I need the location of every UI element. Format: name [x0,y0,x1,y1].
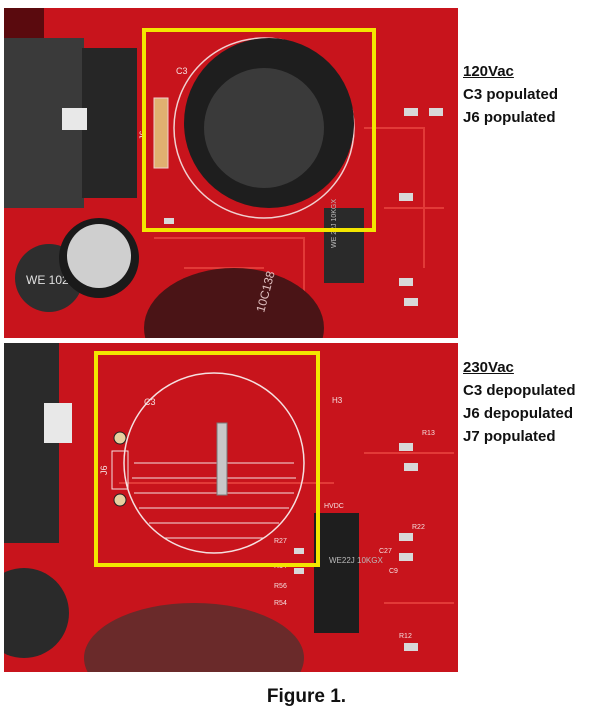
j6-silkscreen [111,450,129,490]
caption-heading-230vac: 230Vac [463,359,514,376]
label-r12: R12 [399,633,412,640]
jumper-j6 [153,97,169,169]
label-c3: C3 [144,397,156,407]
jumper-j7 [216,422,228,496]
choke-top [324,208,364,283]
caption-line: J6 depopulated [463,405,574,422]
smd-components [294,443,418,651]
pcb-photo-120vac: J6 C3 WE 22J 10KGX WE 102 10C138 [4,8,458,338]
caption-line: J7 populated [463,428,556,445]
c3-silkscreen-outline [123,372,305,554]
caption-120vac: 120Vac C3 populated J6 populated [463,60,558,129]
label-r27: R27 [274,538,287,545]
electrolytic-cap-left [4,568,69,658]
electrolytic-cap-top [67,224,131,288]
c3-silkscreen-outline [173,37,355,219]
label-h3: H3 [332,396,343,405]
photo-230vac: J6 C3 WE22J 10KGX HVDC R13 R22 [4,343,458,672]
highlight-box-top [142,28,376,232]
label-c3: C3 [176,66,188,76]
caption-line: C3 populated [463,86,559,103]
label-r13: R13 [422,430,435,437]
transistor-body [82,48,137,198]
label-hvdc: HVDC [324,503,344,510]
pcb-photo-230vac: J6 C3 WE22J 10KGX HVDC R13 R22 [4,343,458,672]
label-r54: R54 [274,600,287,607]
plastic-spacer [44,403,72,443]
j6-pad-top [113,431,127,445]
choke-bottom [314,513,359,633]
caption-line: C3 depopulated [463,382,576,399]
photo-120vac: J6 C3 WE 22J 10KGX WE 102 10C138 [4,8,458,338]
label-choke-bottom: WE22J 10KGX [329,556,383,565]
label-c27: C27 [379,548,392,555]
highlight-box-bottom [94,351,320,567]
label-c9: C9 [389,568,398,575]
caption-line: J6 populated [463,109,556,126]
caption-heading-120vac: 120Vac [463,63,514,80]
copper-traces [154,127,444,308]
caption-230vac: 230Vac C3 depopulated J6 depopulated J7 … [463,356,576,448]
label-inductor-top: WE 102 [26,273,69,287]
label-choke-top: WE 22J 10KGX [331,199,338,248]
figure-caption: Figure 1. [266,686,347,707]
capacitor-c3-top [204,68,324,188]
label-r22: R22 [412,524,425,531]
label-r56: R56 [274,583,287,590]
label-j6: J6 [99,465,109,475]
c3-hatching [132,462,296,539]
smd-components [164,108,443,306]
j6-pad-bottom [113,493,127,507]
bulk-capacitor [144,268,324,338]
plastic-spacer [62,108,87,130]
bulk-capacitor [84,603,304,672]
